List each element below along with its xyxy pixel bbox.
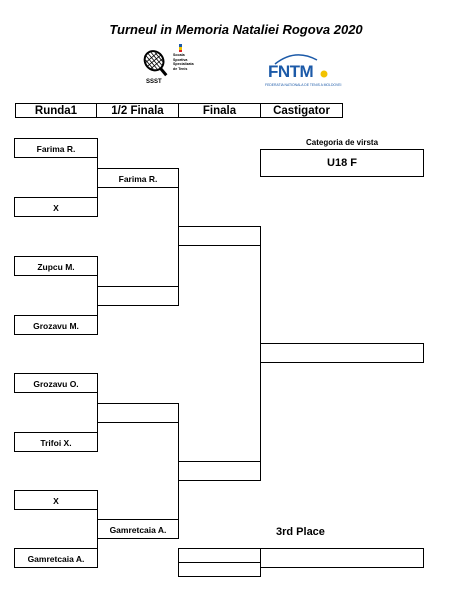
header-final: Finala	[178, 103, 261, 118]
federation-wordmark: FNTM	[268, 62, 314, 81]
final-slot-2	[178, 461, 261, 481]
semifinal-slot-1: Farima R.	[97, 168, 179, 188]
page-title: Turneul in Memoria Nataliei Rogova 2020	[109, 22, 363, 37]
school-name: Scoala Sportiva Specializata de Tenis	[173, 53, 194, 71]
header-semifinal: 1/2 Finala	[96, 103, 179, 118]
federation-tagline: FEDERATIA NATIONALA DE TENIS A MOLDOVEI	[265, 83, 342, 87]
round1-slot-5: Grozavu O.	[14, 373, 98, 393]
bracket-connector	[97, 158, 98, 188]
category-value-box: U18 F	[260, 149, 424, 177]
round1-slot-7: X	[14, 490, 98, 510]
header-round1: Runda1	[15, 103, 97, 118]
bracket-connector	[178, 423, 179, 519]
round1-slot-2: X	[14, 197, 98, 217]
semifinal-slot-3	[97, 403, 179, 423]
bracket-connector	[178, 188, 179, 286]
final-slot-1	[178, 226, 261, 246]
federation-logo: FNTM FEDERATIA NATIONALA DE TENIS A MOLD…	[265, 52, 342, 90]
round1-slot-8: Gamretcaia A.	[14, 548, 98, 568]
flag-icon	[179, 44, 182, 52]
school-abbrev: SSST	[146, 79, 162, 85]
ball-arc-icon	[274, 54, 318, 65]
tennis-ball-icon	[320, 70, 328, 78]
bracket-connector	[260, 363, 261, 461]
round1-slot-6: Trifoi X.	[14, 432, 98, 452]
third-place-divider	[178, 562, 261, 563]
third-place-label: 3rd Place	[276, 526, 325, 538]
category-label: Categoria de virsta	[305, 138, 379, 147]
semifinal-slot-2	[97, 286, 179, 306]
bracket-connector	[97, 276, 98, 315]
round1-slot-1: Farima R.	[14, 138, 98, 158]
round1-slot-4: Grozavu M.	[14, 315, 98, 335]
bracket-connector	[97, 393, 98, 432]
school-logo: Scoala Sportiva Specializata de Tenis SS…	[142, 44, 200, 90]
header-winner: Castigator	[260, 103, 343, 118]
semifinal-slot-4: Gamretcaia A.	[97, 519, 179, 539]
bracket-connector	[97, 510, 98, 548]
tennis-racket-icon	[143, 50, 168, 77]
round1-slot-3: Zupcu M.	[14, 256, 98, 276]
bracket-connector	[97, 188, 98, 197]
third-place-winner	[260, 548, 424, 568]
bracket-connector	[260, 246, 261, 343]
winner-slot	[260, 343, 424, 363]
